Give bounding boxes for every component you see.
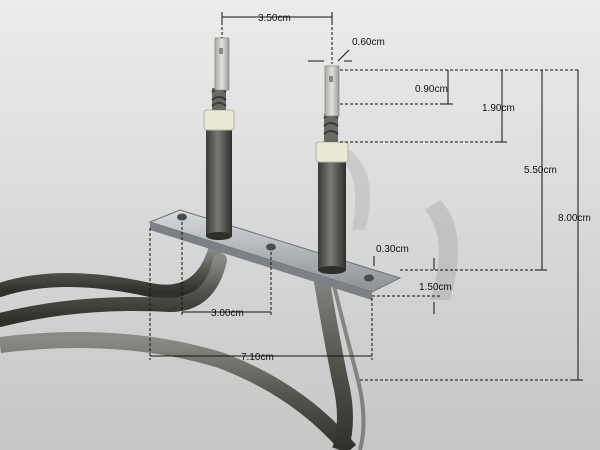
label-pin-width: 0.60cm [352, 37, 385, 48]
dimension-lines [149, 12, 583, 381]
label-bracket-length: 7.10cm [241, 352, 274, 363]
left-spade-terminal [214, 37, 230, 91]
label-overall-height: 8.00cm [558, 213, 591, 224]
label-pin-tab-length: 1.90cm [482, 103, 515, 114]
left-terminal-tube [203, 37, 235, 240]
mounting-hole-right [364, 274, 374, 282]
label-hole-spacing: 3.00cm [211, 308, 244, 319]
right-spade-terminal [324, 65, 340, 117]
label-pin-spacing: 3.50cm [258, 13, 291, 24]
mounting-hole-left [177, 213, 187, 221]
label-bracket-thickness: 0.30cm [376, 244, 409, 255]
left-ceramic-insulator [203, 109, 235, 131]
shadow [342, 150, 458, 300]
mounting-hole-center [266, 243, 276, 251]
right-ceramic-insulator [315, 141, 349, 163]
element-coil [0, 243, 366, 450]
right-terminal-tube [315, 65, 349, 274]
label-pin-height: 5.50cm [524, 165, 557, 176]
dimension-labels: 3.50cm 0.60cm 0.90cm 1.90cm 5.50cm 8.00c… [211, 13, 591, 363]
label-bracket-to-element: 1.50cm [419, 282, 452, 293]
label-pin-upper-gap: 0.90cm [415, 84, 448, 95]
